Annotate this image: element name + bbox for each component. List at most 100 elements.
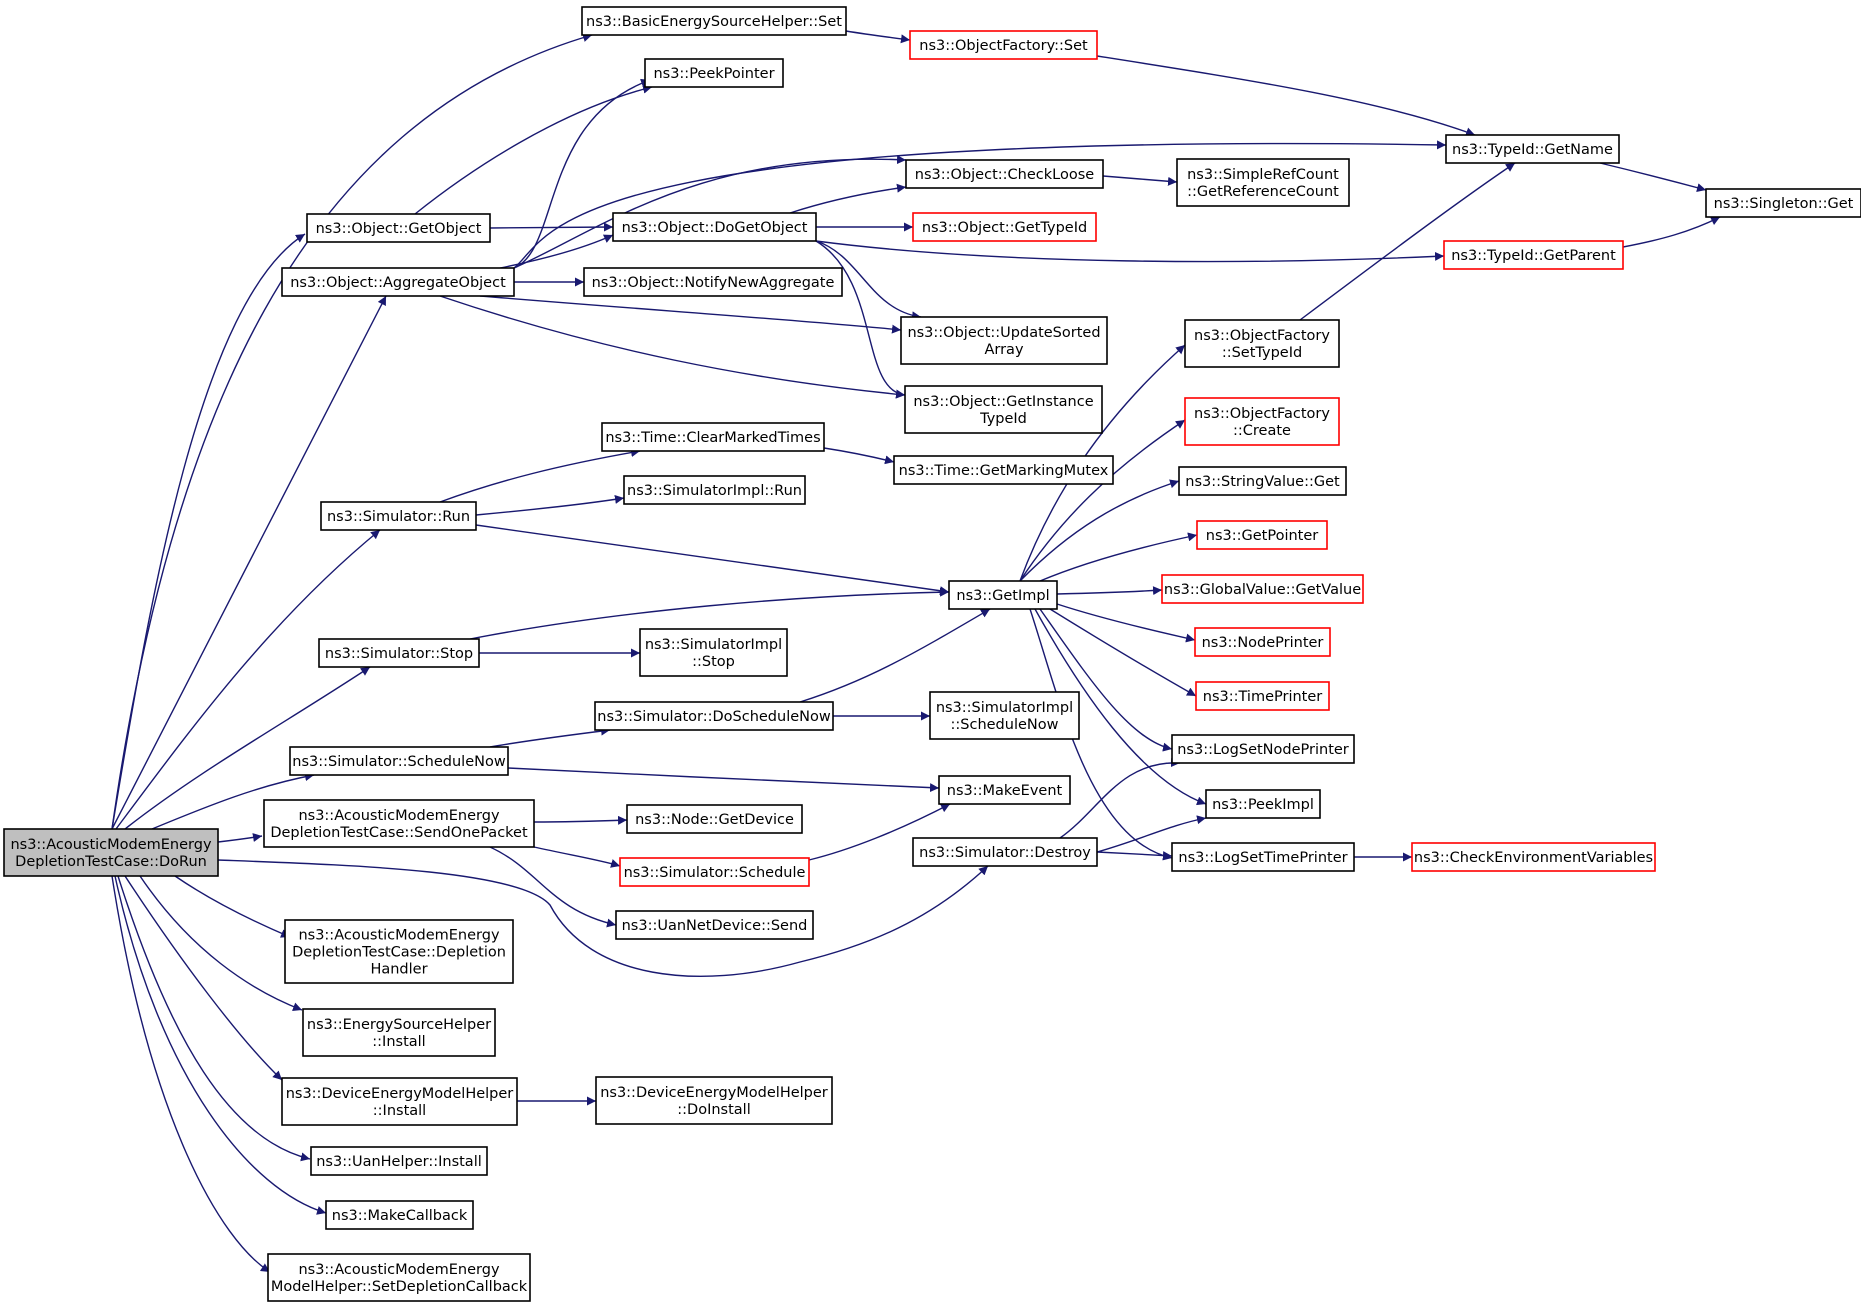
call-edge (1056, 586, 1163, 596)
node-label: ns3::CheckEnvironmentVariables (1414, 850, 1653, 866)
node-label: ns3::Object::DoGetObject (622, 220, 808, 236)
node-get-marking-mutex[interactable]: ns3::Time::GetMarkingMutex (893, 455, 1114, 485)
call-edge (799, 608, 991, 703)
node-label: ns3::Time::ClearMarkedTimes (605, 430, 820, 446)
node-simple-ref-count[interactable]: ns3::SimpleRefCount::GetReferenceCount (1176, 158, 1350, 207)
node-uan-helper-install[interactable]: ns3::UanHelper::Install (310, 1146, 488, 1176)
node-sim-schedule[interactable]: ns3::Simulator::Schedule (619, 857, 810, 887)
call-edge (151, 772, 315, 830)
call-edge (1102, 175, 1178, 186)
node-time-printer[interactable]: ns3::TimePrinter (1195, 681, 1330, 711)
node-sim-impl-run[interactable]: ns3::SimulatorImpl::Run (623, 475, 806, 505)
node-device-energy-do-install[interactable]: ns3::DeviceEnergyModelHelper::DoInstall (595, 1076, 833, 1125)
node-label: ns3::TypeId::GetParent (1451, 248, 1616, 264)
node-make-event[interactable]: ns3::MakeEvent (938, 775, 1071, 805)
node-log-set-time-printer[interactable]: ns3::LogSetTimePrinter (1171, 842, 1355, 872)
node-device-energy-install[interactable]: ns3::DeviceEnergyModelHelper::Install (281, 1077, 518, 1126)
node-sim-destroy[interactable]: ns3::Simulator::Destroy (912, 837, 1098, 867)
node-label: ns3::Simulator::Schedule (624, 865, 806, 881)
node-do-get-object[interactable]: ns3::Object::DoGetObject (612, 212, 817, 242)
call-edge (124, 666, 371, 830)
node-clear-marked-times[interactable]: ns3::Time::ClearMarkedTimes (601, 422, 825, 452)
call-edge (439, 295, 906, 399)
node-label: ns3::Object::CheckLoose (915, 167, 1094, 183)
node-energy-source-install[interactable]: ns3::EnergySourceHelper::Install (302, 1008, 496, 1057)
node-label: ns3::DeviceEnergyModelHelper (286, 1086, 514, 1102)
node-get-type-id[interactable]: ns3::Object::GetTypeId (912, 212, 1097, 242)
call-edge (489, 222, 614, 232)
node-depletion-handler[interactable]: ns3::AcousticModemEnergyDepletionTestCas… (284, 919, 514, 984)
node-get-parent[interactable]: ns3::TypeId::GetParent (1443, 240, 1624, 270)
node-sim-impl-stop[interactable]: ns3::SimulatorImpl::Stop (639, 628, 788, 677)
node-label: ns3::NodePrinter (1202, 635, 1324, 651)
node-label: ns3::Simulator::Stop (325, 646, 473, 662)
node-notify-new-aggregate[interactable]: ns3::Object::NotifyNewAggregate (583, 267, 843, 297)
call-edge (823, 447, 895, 465)
node-label: ns3::GetPointer (1206, 528, 1319, 544)
node-label: ::Create (1233, 423, 1291, 439)
node-check-loose[interactable]: ns3::Object::CheckLoose (905, 159, 1104, 189)
node-set-depletion-callback[interactable]: ns3::AcousticModemEnergyModelHelper::Set… (267, 1253, 531, 1302)
call-edge (1059, 758, 1181, 839)
call-edge (111, 33, 593, 830)
node-label: ns3::Simulator::Destroy (919, 845, 1091, 861)
node-label: ns3::SimpleRefCount (1187, 167, 1339, 183)
call-edge (815, 240, 922, 321)
call-edge (217, 833, 263, 843)
call-edge (124, 875, 283, 1081)
call-edge (1049, 608, 1197, 697)
node-sim-impl-schedule-now[interactable]: ns3::SimulatorImpl::ScheduleNow (929, 691, 1080, 740)
node-aggregate-object[interactable]: ns3::Object::AggregateObject (281, 267, 515, 297)
node-factory-create[interactable]: ns3::ObjectFactory::Create (1184, 397, 1340, 446)
node-get-impl[interactable]: ns3::GetImpl (948, 580, 1058, 610)
node-make-callback[interactable]: ns3::MakeCallback (325, 1200, 474, 1230)
call-edge (1096, 851, 1173, 861)
node-singleton-get[interactable]: ns3::Singleton::Get (1705, 188, 1861, 218)
node-label: ns3::ObjectFactory (1194, 406, 1330, 422)
node-label: DepletionTestCase::DoRun (15, 854, 207, 870)
call-edge (139, 875, 303, 1011)
node-send-one-packet[interactable]: ns3::AcousticModemEnergyDepletionTestCas… (263, 799, 535, 848)
call-edge (115, 529, 381, 830)
node-schedule-now[interactable]: ns3::Simulator::ScheduleNow (289, 746, 509, 776)
node-obj-factory-set[interactable]: ns3::ObjectFactory::Set (909, 30, 1098, 60)
node-check-env-vars[interactable]: ns3::CheckEnvironmentVariables (1411, 842, 1656, 872)
node-root[interactable]: ns3::AcousticModemEnergyDepletionTestCas… (3, 828, 219, 877)
node-log-set-node-printer[interactable]: ns3::LogSetNodePrinter (1171, 734, 1355, 764)
node-label: ns3::DeviceEnergyModelHelper (600, 1085, 828, 1101)
call-nodes: ns3::AcousticModemEnergyDepletionTestCas… (3, 6, 1861, 1302)
node-label: ns3::Simulator::Run (327, 509, 470, 525)
call-edge (217, 859, 989, 978)
node-set-type-id[interactable]: ns3::ObjectFactory::SetTypeId (1184, 319, 1340, 368)
node-label: ns3::MakeEvent (947, 783, 1063, 799)
node-label: ::DoInstall (677, 1102, 750, 1118)
node-label: ns3::SimulatorImpl::Run (627, 483, 802, 499)
node-do-schedule-now[interactable]: ns3::Simulator::DoScheduleNow (594, 701, 834, 731)
call-edge (1039, 532, 1198, 582)
node-get-object[interactable]: ns3::Object::GetObject (306, 213, 491, 243)
node-uan-send[interactable]: ns3::UanNetDevice::Send (615, 910, 814, 940)
node-get-name[interactable]: ns3::TypeId::GetName (1445, 134, 1620, 164)
node-label: ns3::AcousticModemEnergy (10, 837, 211, 853)
node-node-printer[interactable]: ns3::NodePrinter (1194, 627, 1331, 657)
node-get-pointer[interactable]: ns3::GetPointer (1196, 520, 1328, 550)
node-label: ns3::AcousticModemEnergy (298, 1262, 499, 1278)
node-basic-energy-set[interactable]: ns3::BasicEnergySourceHelper::Set (581, 6, 847, 36)
node-string-value-get[interactable]: ns3::StringValue::Get (1178, 466, 1347, 496)
call-edge (1029, 608, 1173, 861)
call-edge (117, 875, 311, 1162)
node-sim-run[interactable]: ns3::Simulator::Run (320, 501, 477, 531)
call-edge (513, 140, 1447, 269)
node-label: ns3::StringValue::Get (1185, 474, 1340, 490)
node-global-value-get[interactable]: ns3::GlobalValue::GetValue (1161, 574, 1364, 604)
node-node-get-device[interactable]: ns3::Node::GetDevice (626, 804, 803, 834)
node-label: ns3::SimulatorImpl (645, 637, 782, 653)
call-edge (513, 78, 651, 269)
node-peek-impl[interactable]: ns3::PeekImpl (1205, 789, 1321, 819)
call-edge (111, 875, 271, 1273)
node-sim-stop[interactable]: ns3::Simulator::Stop (318, 638, 480, 668)
node-peek-pointer[interactable]: ns3::PeekPointer (644, 58, 784, 88)
